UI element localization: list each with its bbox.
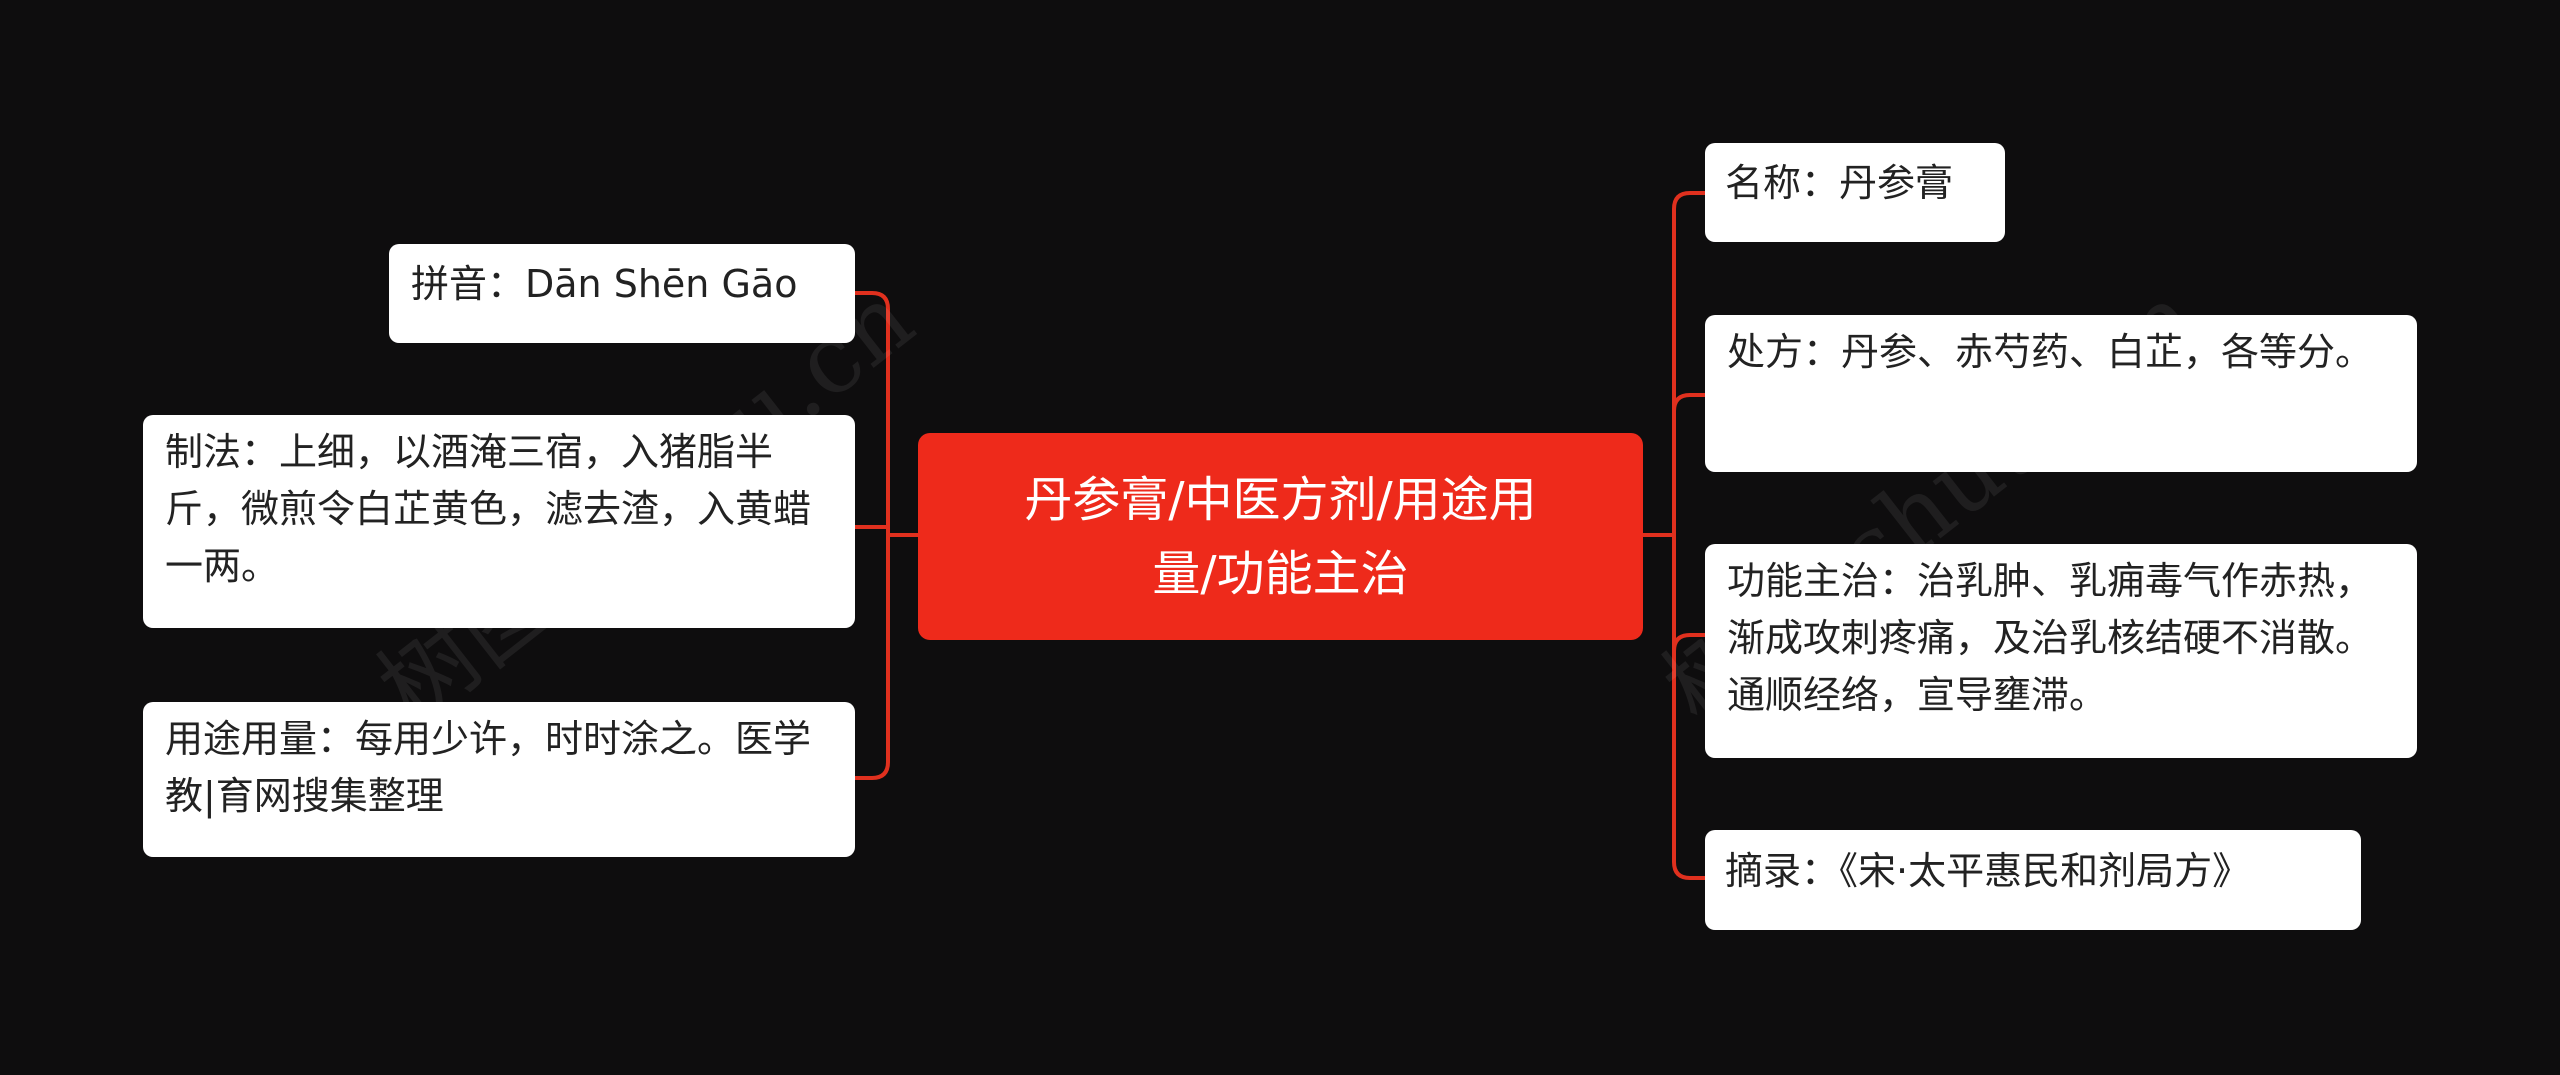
connector-right-function <box>1672 633 1707 653</box>
node-prescription[interactable]: 处方：丹参、赤芍药、白芷，各等分。 <box>1705 315 2417 472</box>
node-indications[interactable]: 功能主治：治乳肿、乳痈毒气作赤热，渐成攻刺疼痛，及治乳核结硬不消散。通顺经络，宣… <box>1705 544 2417 758</box>
root-topic-line-1: 丹参膏/中医方剂/用途用 <box>1024 471 1537 528</box>
node-name[interactable]: 名称：丹参膏 <box>1705 143 2005 242</box>
connector-left-pinyin <box>853 291 890 537</box>
root-topic[interactable]: 丹参膏/中医方剂/用途用 量/功能主治 <box>918 433 1643 640</box>
node-pinyin[interactable]: 拼音：Dān Shēn Gāo <box>389 244 855 343</box>
connector-left-usage <box>853 533 890 780</box>
connector-right-source <box>1672 533 1707 880</box>
node-preparation-method[interactable]: 制法：上细，以酒淹三宿，入猪脂半斤，微煎令白芷黄色，滤去渣，入黄蜡一两。 <box>143 415 855 628</box>
root-topic-line-2: 量/功能主治 <box>1152 545 1409 602</box>
connector-right-prescription <box>1672 393 1707 413</box>
connector-right-name <box>1672 191 1707 537</box>
node-usage-dosage[interactable]: 用途用量：每用少许，时时涂之。医学教|育网搜集整理 <box>143 702 855 857</box>
node-source[interactable]: 摘录：《宋·太平惠民和剂局方》 <box>1705 830 2361 930</box>
